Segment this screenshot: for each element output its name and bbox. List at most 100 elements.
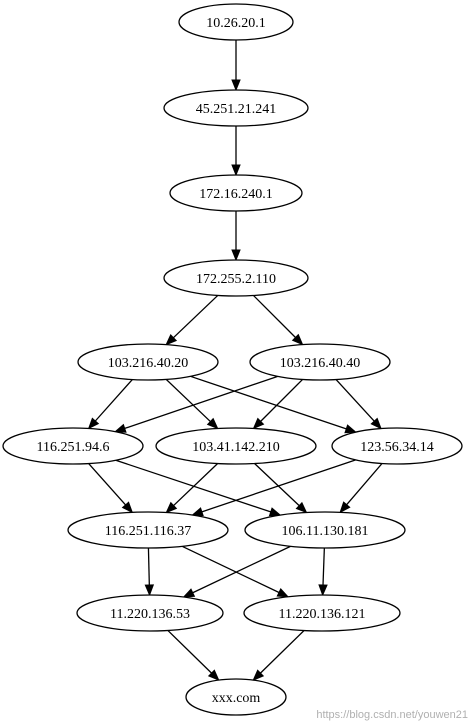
edge-line: [167, 629, 213, 674]
node-ellipse: [249, 343, 391, 381]
edge-n10-n13: [181, 545, 290, 598]
node-n1: 10.26.20.1: [178, 3, 294, 41]
edge-line: [253, 295, 296, 338]
edge-n1-n2: [231, 40, 241, 92]
node-label: 11.220.136.53: [110, 607, 190, 622]
node-label: 11.220.136.121: [279, 607, 366, 622]
node-n11: 106.11.130.181: [244, 511, 406, 549]
arrowhead-icon: [165, 501, 178, 514]
node-n2: 45.251.21.241: [163, 89, 309, 127]
node-ellipse: [243, 594, 401, 632]
edge-n13-n14: [252, 630, 305, 682]
node-label: xxx.com: [212, 691, 261, 706]
arrowhead-icon: [252, 417, 265, 430]
edge-n8-n11: [254, 463, 308, 514]
edge-n5-n9: [190, 375, 358, 434]
edge-n7-n10: [88, 463, 134, 514]
edge-n11-n13: [318, 547, 328, 597]
edge-line: [88, 463, 127, 506]
node-ellipse: [163, 89, 309, 127]
node-label: 103.41.142.210: [192, 440, 280, 455]
arrowhead-icon: [344, 424, 358, 434]
edge-n7-n11: [115, 459, 282, 517]
edge-n2-n3: [231, 126, 241, 177]
node-n12: 11.220.136.53: [76, 594, 224, 632]
watermark-text: https://blog.csdn.net/youwen21: [316, 709, 468, 721]
arrowhead-icon: [295, 501, 308, 514]
edge-line: [124, 375, 278, 430]
edge-n8-n10: [165, 463, 219, 514]
edge-line: [165, 378, 211, 423]
node-label: 10.26.20.1: [206, 16, 266, 31]
node-ellipse: [163, 259, 309, 297]
edge-line: [181, 545, 280, 594]
arrowhead-icon: [291, 333, 304, 346]
edge-n10-n12: [144, 547, 155, 597]
arrowhead-icon: [268, 507, 282, 517]
node-label: 172.255.2.110: [196, 272, 276, 287]
edge-n9-n10: [191, 459, 356, 517]
node-n13: 11.220.136.121: [243, 594, 401, 632]
nodes-layer: 10.26.20.1 45.251.21.241 172.16.240.1 172.2…: [2, 3, 463, 716]
node-n6: 103.216.40.40: [249, 343, 391, 381]
node-ellipse: [178, 3, 294, 41]
node-n3: 172.16.240.1: [169, 174, 303, 212]
arrowhead-icon: [231, 249, 241, 262]
edge-line: [94, 379, 133, 422]
edge-line: [322, 547, 325, 586]
edge-n11-n12: [182, 545, 291, 598]
arrowhead-icon: [231, 164, 241, 177]
arrowhead-icon: [87, 417, 100, 430]
node-label: 123.56.34.14: [360, 440, 434, 455]
node-ellipse: [77, 343, 219, 381]
node-ellipse: [67, 511, 229, 549]
arrowhead-icon: [318, 584, 328, 597]
node-label: 116.251.94.6: [37, 440, 110, 455]
edge-n6-n7: [113, 375, 278, 433]
arrowhead-icon: [121, 501, 134, 514]
edge-line: [192, 545, 291, 594]
edge-line: [201, 459, 356, 513]
edge-n5-n7: [87, 379, 133, 430]
node-label: 45.251.21.241: [196, 102, 277, 117]
node-label: 116.251.116.37: [105, 524, 191, 539]
node-n9: 123.56.34.14: [331, 427, 463, 465]
arrowhead-icon: [207, 669, 220, 682]
node-n8: 103.41.142.210: [155, 427, 317, 465]
edge-line: [259, 630, 305, 674]
node-ellipse: [76, 594, 224, 632]
edge-n6-n8: [252, 378, 304, 430]
node-label: 103.216.40.40: [280, 356, 361, 371]
arrowhead-icon: [144, 584, 155, 597]
arrowhead-icon: [252, 669, 265, 682]
node-n4: 172.255.2.110: [163, 259, 309, 297]
arrowhead-icon: [370, 417, 382, 430]
arrowhead-icon: [191, 507, 204, 517]
edge-n5-n8: [165, 378, 219, 430]
node-n14: xxx.com: [185, 678, 287, 716]
arrowhead-icon: [182, 588, 196, 598]
node-ellipse: [169, 174, 303, 212]
edge-line: [147, 547, 150, 586]
edge-line: [254, 463, 300, 507]
node-ellipse: [2, 427, 144, 465]
node-ellipse: [185, 678, 287, 716]
node-label: 103.216.40.20: [108, 356, 189, 371]
node-ellipse: [244, 511, 406, 549]
edge-line: [172, 294, 219, 339]
edge-line: [190, 375, 347, 430]
arrowhead-icon: [165, 333, 178, 346]
node-n7: 116.251.94.6: [2, 427, 144, 465]
arrowhead-icon: [206, 417, 219, 430]
edge-n12-n14: [167, 629, 220, 682]
arrowhead-icon: [339, 501, 351, 514]
arrowhead-icon: [113, 423, 127, 433]
node-label: 106.11.130.181: [282, 524, 369, 539]
arrowhead-icon: [231, 79, 241, 92]
edge-n4-n5: [165, 294, 219, 346]
edge-line: [346, 463, 383, 506]
node-label: 172.16.240.1: [199, 187, 273, 202]
node-ellipse: [331, 427, 463, 465]
edge-n9-n11: [339, 463, 383, 514]
